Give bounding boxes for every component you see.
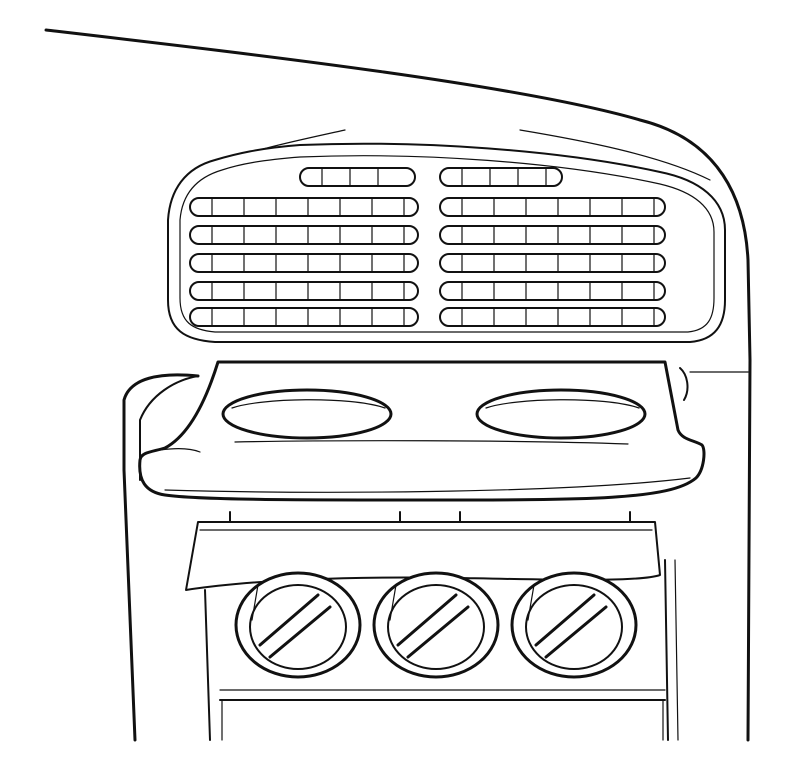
vent-vane [406,605,470,659]
round-vent-inner [525,584,623,670]
grille-slot-right [439,197,666,217]
vent-vane [258,593,320,647]
defroster-grille [167,129,726,343]
vent-vane [268,605,332,659]
round-vent-inner [387,584,485,670]
grille-slot-left [189,197,419,217]
grille-slot-left [189,281,419,301]
grille-slot-right [439,225,666,245]
vent-vane [534,593,596,647]
round-vents [234,571,638,679]
vent-vane [544,605,608,659]
vent-rim-detail [389,584,397,621]
grille-slot-left [189,253,419,273]
grille-slot-left [299,167,416,187]
grille-slot-right [439,281,666,301]
cup-holder-tray [138,360,706,529]
vent-rim-detail [251,584,259,621]
grille-slots [189,167,666,327]
grille-slot-right [439,307,666,327]
cup-opening-left [221,388,393,440]
cup-opening-right [475,388,647,440]
round-vent-inner [249,584,347,670]
dashboard-outline [44,28,752,742]
grille-slot-right [439,253,666,273]
console-housing [122,367,689,742]
vent-rim-detail [527,584,535,621]
grille-slot-left [189,307,419,327]
lower-console-frame [204,559,679,741]
grille-slot-left [189,225,419,245]
vent-vane [396,593,458,647]
grille-slot-right [439,167,563,187]
